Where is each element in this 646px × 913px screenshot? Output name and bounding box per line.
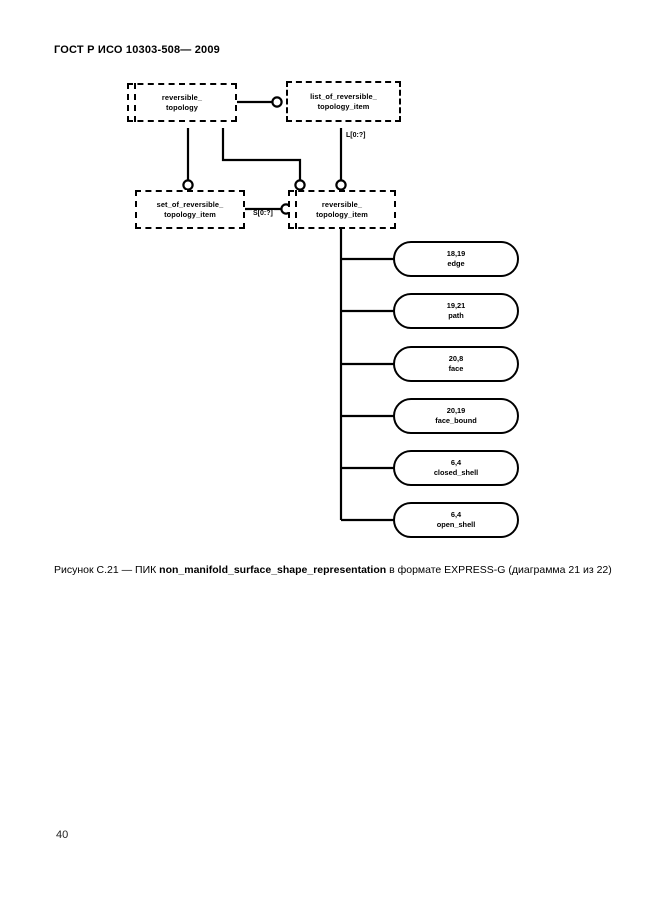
entity-list-of-reversible-topology-item[interactable]: list_of_reversible_ topology_item xyxy=(286,81,401,122)
relationship-circle-item-right-top xyxy=(335,179,347,191)
caption-schema-name: non_manifold_surface_shape_representatio… xyxy=(159,564,387,576)
selection-face[interactable]: 20,8 face xyxy=(393,346,519,382)
relationship-circle-item-left-top xyxy=(294,179,306,191)
selection-label-path: 19,21 path xyxy=(446,301,466,320)
relationship-circle-set-of xyxy=(182,179,194,191)
entity-label: set_of_reversible_ topology_item xyxy=(156,200,224,219)
figure-caption: Рисунок С.21 — ПИК non_manifold_surface_… xyxy=(54,563,612,577)
entity-label: list_of_reversible_ topology_item xyxy=(310,92,377,111)
entity-reversible-topology[interactable]: reversible_ topology xyxy=(127,83,237,122)
cardinality-label-list: L[0:?] xyxy=(345,132,367,139)
selection-label-edge: 18,19 edge xyxy=(446,249,466,268)
selection-label-face-bound: 20,19 face_bound xyxy=(435,406,477,425)
selection-label-closed-shell: 6,4 closed_shell xyxy=(433,458,479,477)
selection-closed-shell[interactable]: 6,4 closed_shell xyxy=(393,450,519,486)
entity-set-of-reversible-topology-item[interactable]: set_of_reversible_ topology_item xyxy=(135,190,245,229)
entity-reversible-topology-item-inner-edge xyxy=(295,190,297,229)
cardinality-label-set: S[0:?] xyxy=(252,210,274,217)
standard-header: ГОСТ Р ИСО 10303-508— 2009 xyxy=(54,44,221,56)
entity-label: reversible_ topology_item xyxy=(316,200,368,219)
entity-reversible-topology-item[interactable]: reversible_ topology_item xyxy=(288,190,396,229)
caption-prefix: Рисунок С.21 — ПИК xyxy=(54,564,160,576)
entity-label: reversible_ topology xyxy=(161,93,203,112)
entity-reversible-topology-inner-edge xyxy=(134,83,136,122)
selection-open-shell[interactable]: 6,4 open_shell xyxy=(393,502,519,538)
caption-suffix: в формате EXPRESS-G (диаграмма 21 из 22) xyxy=(386,564,612,576)
page-number: 40 xyxy=(56,829,69,841)
selection-label-face: 20,8 face xyxy=(448,354,464,373)
selection-label-open-shell: 6,4 open_shell xyxy=(436,510,476,529)
diagram-connectors xyxy=(182,96,394,522)
selection-edge[interactable]: 18,19 edge xyxy=(393,241,519,277)
express-g-diagram: reversible_ topology list_of_reversible_… xyxy=(0,60,646,560)
selection-face-bound[interactable]: 20,19 face_bound xyxy=(393,398,519,434)
relationship-circle-list-of xyxy=(271,96,283,108)
selection-path[interactable]: 19,21 path xyxy=(393,293,519,329)
